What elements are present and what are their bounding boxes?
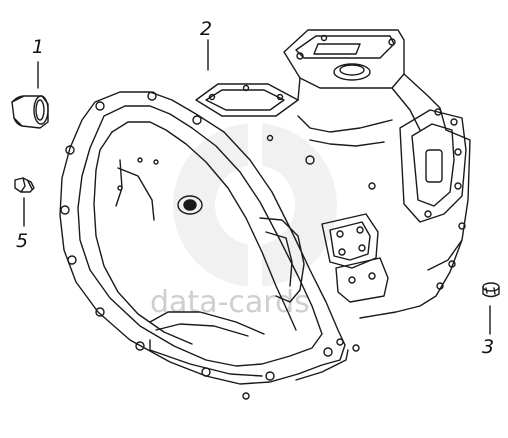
callout-label-5: 5: [16, 230, 29, 252]
bushing-part-1: [11, 95, 49, 129]
callout-label-1: 1: [32, 36, 45, 58]
transmission-housing: [59, 29, 471, 400]
plug-part-5: [14, 177, 35, 193]
watermark-text: data-cards: [150, 285, 310, 320]
watermark-logo: [173, 120, 337, 290]
plug-part-3: [482, 282, 500, 298]
callout-label-3: 3: [482, 336, 495, 358]
callout-label-2: 2: [200, 18, 213, 40]
